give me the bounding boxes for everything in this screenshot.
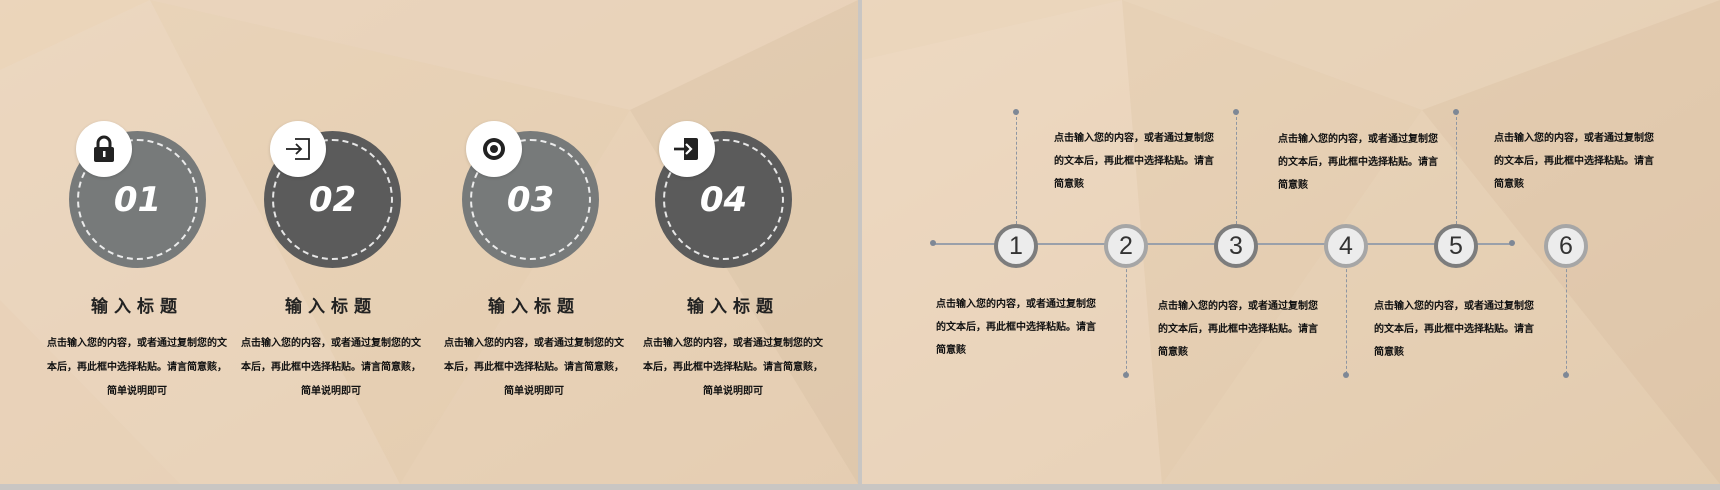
target-icon: [466, 121, 522, 177]
step-number: 03: [506, 179, 555, 220]
timeline-text-1: 点击输入您的内容，或者通过复制您的文本后，再此框中选择粘贴。请言简意赅: [1054, 133, 1214, 190]
step-number: 04: [699, 179, 748, 220]
connector-up: [1016, 112, 1017, 224]
timeline-end-dot: [1509, 240, 1515, 246]
connector-down: [1566, 264, 1567, 374]
step-card-3: 03 输入标题 点击输入您的内容，或者通过复制您的文本后，再此框中选择粘贴。请言…: [444, 0, 624, 484]
timeline-text-3: 点击输入您的内容，或者通过复制您的文本后，再此框中选择粘贴。请言简意赅: [1278, 134, 1438, 191]
sign-in-icon: [270, 121, 326, 177]
timeline-text-5: 点击输入您的内容，或者通过复制您的文本后，再此框中选择粘贴。请言简意赅: [1494, 133, 1654, 190]
polygon-background: [862, 0, 1720, 484]
step-description: 点击输入您的内容，或者通过复制您的文本后，再此框中选择粘贴。请言简意赅，简单说明…: [444, 338, 624, 397]
connector-dot: [1343, 372, 1349, 378]
connector-dot: [1563, 372, 1569, 378]
connector-dot: [1013, 109, 1019, 115]
slide-steps: 01 输入标题 点击输入您的内容，或者通过复制您的文本后，再此框中选择粘贴。请言…: [0, 0, 858, 484]
timeline-node-3: 3: [1214, 224, 1258, 268]
connector-down: [1346, 264, 1347, 374]
step-card-1: 01 输入标题 点击输入您的内容，或者通过复制您的文本后，再此框中选择粘贴。请言…: [47, 0, 227, 484]
step-number: 01: [113, 179, 162, 220]
timeline-text-4: 点击输入您的内容，或者通过复制您的文本后，再此框中选择粘贴。请言简意赅: [1158, 301, 1318, 358]
step-number: 02: [308, 179, 357, 220]
step-card-4: 04 输入标题 点击输入您的内容，或者通过复制您的文本后，再此框中选择粘贴。请言…: [643, 0, 823, 484]
step-title: 输入标题: [687, 297, 779, 317]
step-description: 点击输入您的内容，或者通过复制您的文本后，再此框中选择粘贴。请言简意赅，简单说明…: [241, 338, 421, 397]
step-card-2: 02 输入标题 点击输入您的内容，或者通过复制您的文本后，再此框中选择粘贴。请言…: [241, 0, 421, 484]
timeline-end-dot: [930, 240, 936, 246]
step-description: 点击输入您的内容，或者通过复制您的文本后，再此框中选择粘贴。请言简意赅，简单说明…: [47, 338, 227, 397]
timeline-text-2: 点击输入您的内容，或者通过复制您的文本后，再此框中选择粘贴。请言简意赅: [936, 299, 1096, 356]
lock-icon: [76, 121, 132, 177]
step-title: 输入标题: [488, 297, 580, 317]
timeline-node-6: 6: [1544, 224, 1588, 268]
connector-dot: [1123, 372, 1129, 378]
step-title: 输入标题: [285, 297, 377, 317]
connector-dot: [1233, 109, 1239, 115]
step-title: 输入标题: [91, 297, 183, 317]
connector-up: [1236, 112, 1237, 224]
timeline-node-2: 2: [1104, 224, 1148, 268]
timeline-node-1: 1: [994, 224, 1038, 268]
connector-dot: [1453, 109, 1459, 115]
slide-timeline: 1 2 3 4 5 6 点击输入您的内容，或者通过复制您的文本后，再此框中选择粘…: [862, 0, 1720, 484]
timeline-text-6: 点击输入您的内容，或者通过复制您的文本后，再此框中选择粘贴。请言简意赅: [1374, 301, 1534, 358]
timeline-node-5: 5: [1434, 224, 1478, 268]
step-description: 点击输入您的内容，或者通过复制您的文本后，再此框中选择粘贴。请言简意赅，简单说明…: [643, 338, 823, 397]
timeline-node-4: 4: [1324, 224, 1368, 268]
connector-up: [1456, 112, 1457, 224]
enter-icon: [659, 121, 715, 177]
connector-down: [1126, 264, 1127, 374]
